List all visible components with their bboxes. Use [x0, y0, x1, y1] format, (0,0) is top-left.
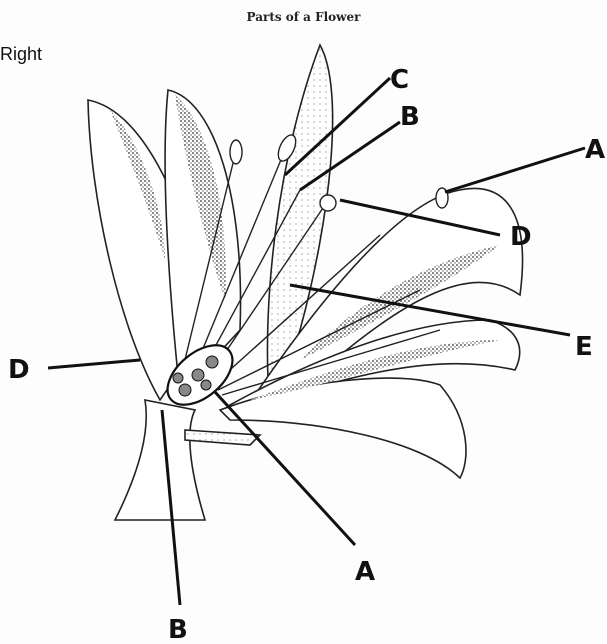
label-d-right: D [510, 222, 532, 252]
label-d-left: D [8, 355, 30, 385]
label-e-right: E [575, 332, 593, 362]
label-b-bottom: B [168, 615, 188, 644]
label-b-top: B [400, 102, 420, 132]
label-a-bottom: A [355, 557, 375, 587]
leader-d-left [48, 360, 140, 368]
leader-a-top [445, 148, 585, 192]
anthers [230, 132, 448, 211]
label-a-top: A [585, 135, 605, 165]
label-c-top: C [390, 65, 409, 95]
